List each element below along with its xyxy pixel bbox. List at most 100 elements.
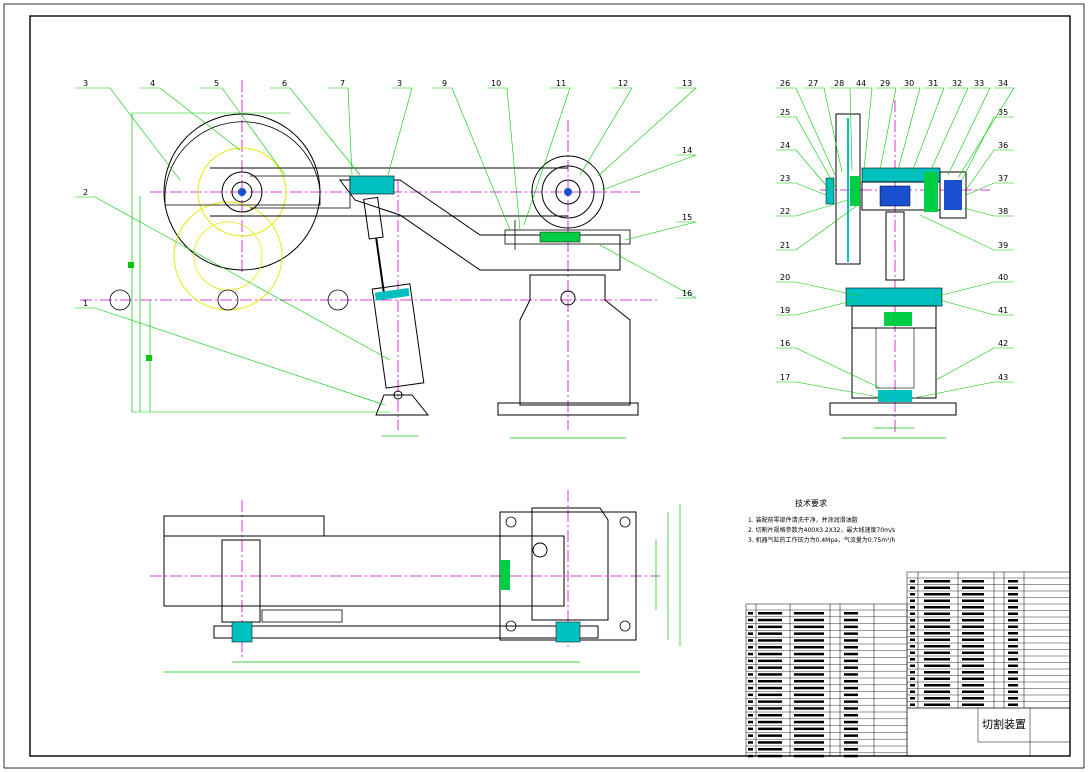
table-cell-mark bbox=[1008, 658, 1018, 661]
callout-label: 10 bbox=[491, 79, 501, 88]
table-cell-mark bbox=[962, 606, 984, 609]
table-cell-mark bbox=[748, 625, 753, 629]
table-cell-mark bbox=[794, 748, 824, 751]
table-cell-mark bbox=[758, 754, 782, 758]
table-cell-mark bbox=[924, 599, 950, 602]
table-cell-mark bbox=[844, 741, 858, 744]
table-cell-mark bbox=[962, 625, 984, 628]
table-cell-mark bbox=[844, 720, 858, 724]
table-cell-mark bbox=[794, 652, 824, 656]
callout-label: 36 bbox=[998, 141, 1008, 150]
table-cell-mark bbox=[794, 632, 824, 635]
side-callout-labels: 26 27 28 44 29 30 31 32 33 34 25 24 23 2… bbox=[780, 79, 1008, 382]
table-cell-mark bbox=[844, 632, 858, 635]
table-cell-mark bbox=[962, 586, 984, 589]
table-cell-mark bbox=[748, 714, 753, 717]
front-view bbox=[80, 80, 660, 439]
table-cell-mark bbox=[924, 664, 950, 667]
tech-req-line: 3. 机器气缸的工作压力为0.4Mpa，气流量为0.75m³/h bbox=[748, 536, 895, 544]
callout-label: 32 bbox=[952, 79, 962, 88]
table-cell-mark bbox=[844, 646, 858, 649]
table-cell-mark bbox=[962, 697, 984, 700]
table-cell-mark bbox=[758, 632, 782, 635]
table-cell-mark bbox=[844, 727, 858, 731]
tech-req-heading: 技术要求 bbox=[795, 498, 827, 508]
table-cell-mark bbox=[1008, 638, 1018, 641]
table-cell-mark bbox=[748, 612, 753, 615]
table-cell-mark bbox=[844, 707, 858, 710]
table-cell-mark bbox=[748, 754, 753, 758]
table-cell-mark bbox=[794, 625, 824, 629]
callout-label: 37 bbox=[998, 174, 1008, 183]
technical-requirements: 技术要求 1. 装配前零部件清洗干净，并涂润滑油脂 2. 切割片规格参数为400… bbox=[748, 498, 895, 544]
table-cell-mark bbox=[910, 599, 915, 602]
table-cell-mark bbox=[910, 664, 915, 667]
table-cell-mark bbox=[910, 619, 915, 622]
table-cell-mark bbox=[910, 697, 915, 700]
outer-border bbox=[3, 3, 1085, 769]
table-cell-mark bbox=[844, 686, 858, 690]
table-cell-mark bbox=[758, 666, 782, 669]
table-cell-mark bbox=[758, 734, 782, 737]
table-cell-mark bbox=[924, 632, 950, 635]
table-cell-mark bbox=[758, 612, 782, 615]
table-cell-mark bbox=[794, 659, 824, 663]
tech-req-line: 1. 装配前零部件清洗干净，并涂润滑油脂 bbox=[748, 516, 858, 524]
table-cell-mark bbox=[758, 625, 782, 629]
table-cell-mark bbox=[924, 593, 950, 596]
table-cell-mark bbox=[924, 586, 950, 589]
table-cell-mark bbox=[962, 612, 984, 615]
table-cell-mark bbox=[794, 693, 824, 697]
table-cell-mark bbox=[794, 741, 824, 744]
table-cell-mark bbox=[844, 652, 858, 656]
table-cell-mark bbox=[758, 673, 782, 676]
callout-label: 40 bbox=[998, 273, 1008, 282]
table-cell-mark bbox=[794, 646, 824, 649]
table-cell-mark bbox=[910, 651, 915, 654]
table-cell-mark bbox=[1008, 671, 1018, 674]
table-cell-mark bbox=[924, 619, 950, 622]
table-cell-mark bbox=[758, 700, 782, 703]
table-cell-mark bbox=[758, 618, 782, 622]
table-cell-mark bbox=[910, 625, 915, 628]
table-cell-mark bbox=[844, 714, 858, 717]
table-cell-mark bbox=[748, 686, 753, 690]
table-cell-mark bbox=[748, 673, 753, 676]
table-cell-mark bbox=[910, 593, 915, 596]
table-cell-mark bbox=[794, 734, 824, 737]
callout-label: 13 bbox=[682, 79, 692, 88]
table-cell-mark bbox=[794, 618, 824, 622]
table-cell-mark bbox=[794, 666, 824, 669]
table-cell-mark bbox=[1008, 580, 1018, 583]
top-view bbox=[150, 490, 681, 673]
table-cell-mark bbox=[748, 632, 753, 635]
table-cell-mark bbox=[844, 754, 858, 758]
callout-label: 28 bbox=[834, 79, 844, 88]
callout-label: 19 bbox=[780, 306, 790, 315]
table-cell-mark bbox=[748, 700, 753, 703]
table-cell-mark bbox=[758, 680, 782, 683]
table-cell-mark bbox=[1008, 586, 1018, 589]
table-cell-mark bbox=[962, 638, 984, 641]
table-cell-mark bbox=[758, 741, 782, 744]
callout-label: 16 bbox=[780, 339, 790, 348]
callout-label: 6 bbox=[282, 79, 287, 88]
table-cell-mark bbox=[844, 618, 858, 622]
table-cell-mark bbox=[924, 612, 950, 615]
table-cell-mark bbox=[910, 586, 915, 589]
callout-label: 24 bbox=[780, 141, 790, 150]
table-cell-mark bbox=[748, 646, 753, 649]
table-cell-mark bbox=[794, 680, 824, 683]
table-cell-mark bbox=[758, 748, 782, 751]
table-cell-mark bbox=[748, 639, 753, 642]
table-cell-mark bbox=[910, 606, 915, 609]
table-cell-mark bbox=[962, 619, 984, 622]
table-cell-mark bbox=[910, 658, 915, 661]
table-cell-mark bbox=[924, 625, 950, 628]
callout-label: 42 bbox=[998, 339, 1008, 348]
table-cell-mark bbox=[962, 651, 984, 654]
drawing-title: 切割装置 bbox=[982, 717, 1026, 731]
table-cell-mark bbox=[924, 606, 950, 609]
table-cell-mark bbox=[844, 625, 858, 629]
tech-req-line: 2. 切割片规格参数为400X3.2X32，最大线速度70m/s bbox=[748, 526, 895, 534]
